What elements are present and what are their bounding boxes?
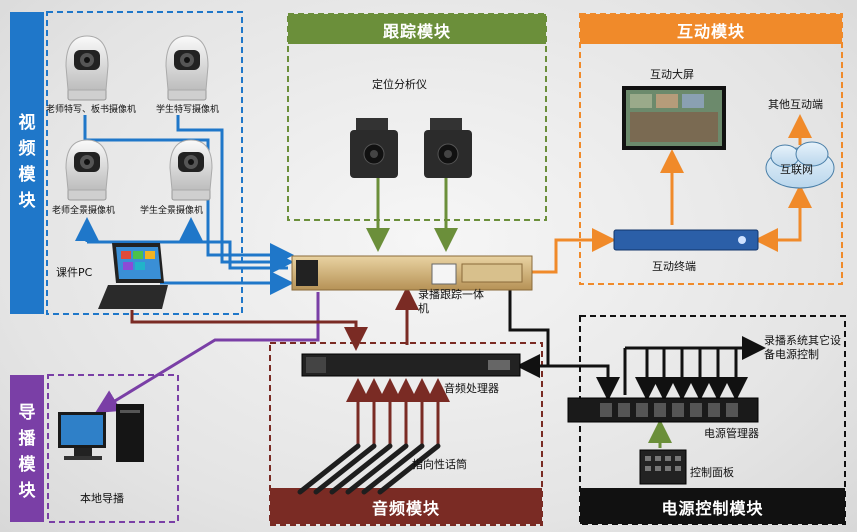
video-module-title: 视频模块 — [18, 113, 36, 211]
cam-teacher-close-label: 老师特写、板书摄像机 — [46, 105, 137, 115]
video-module-box — [46, 11, 243, 315]
camera-teacher-closeup — [65, 35, 109, 101]
locator-label: 定位分析仪 — [372, 78, 427, 91]
interactive-module-title: 互动模块 — [676, 22, 745, 41]
audio-module-title: 音频模块 — [371, 499, 440, 518]
power-module-title: 电源控制模块 — [661, 499, 764, 518]
directing-module-box — [47, 374, 179, 523]
tracking-module-bar — [288, 14, 546, 44]
internet-cloud — [765, 141, 835, 189]
camera-student-closeup — [165, 35, 209, 101]
camera-teacher-wide — [65, 139, 109, 201]
power-manager-label: 电源管理器 — [704, 427, 759, 440]
big-screen — [622, 86, 726, 150]
interactive-terminal-box — [613, 229, 759, 251]
recorder-unit — [291, 255, 533, 291]
other-terminals-label: 其他互动端 — [768, 98, 823, 111]
cam-student-close-label: 学生特写摄像机 — [156, 105, 220, 115]
mic-array — [297, 443, 441, 495]
cam-teacher-wide-label: 老师全景摄像机 — [52, 206, 116, 216]
directing-module-bar — [10, 375, 44, 522]
power-module-bar — [580, 488, 845, 524]
tracking-module-title: 跟踪模块 — [382, 22, 451, 41]
recorder-label: 录播跟踪一体机 — [418, 288, 484, 315]
control-panel-label: 控制面板 — [690, 466, 734, 479]
other-power-label: 录播系统其它设备电源控制 — [764, 334, 841, 361]
big-screen-label: 互动大屏 — [650, 68, 694, 81]
courseware-pc-label: 课件PC — [56, 266, 93, 279]
audio-processor-label: 音频处理器 — [444, 382, 499, 395]
audio-processor-box — [301, 353, 521, 377]
courseware-laptop — [98, 243, 168, 309]
locator-left — [350, 118, 398, 178]
tracking-module-box — [287, 13, 547, 221]
local-director-pc — [58, 404, 144, 462]
interactive-terminal-label: 互动终端 — [652, 260, 696, 273]
interactive-module-bar — [580, 14, 842, 44]
local-director-label: 本地导播 — [80, 492, 124, 505]
video-module-bar — [10, 12, 44, 314]
locator-right — [424, 118, 472, 178]
mics-label: 指向性话筒 — [412, 458, 467, 471]
internet-label: 互联网 — [780, 163, 813, 176]
cam-student-wide-label: 学生全景摄像机 — [140, 206, 204, 216]
camera-student-wide — [169, 139, 213, 201]
directing-module-title: 导播模块 — [18, 403, 36, 501]
